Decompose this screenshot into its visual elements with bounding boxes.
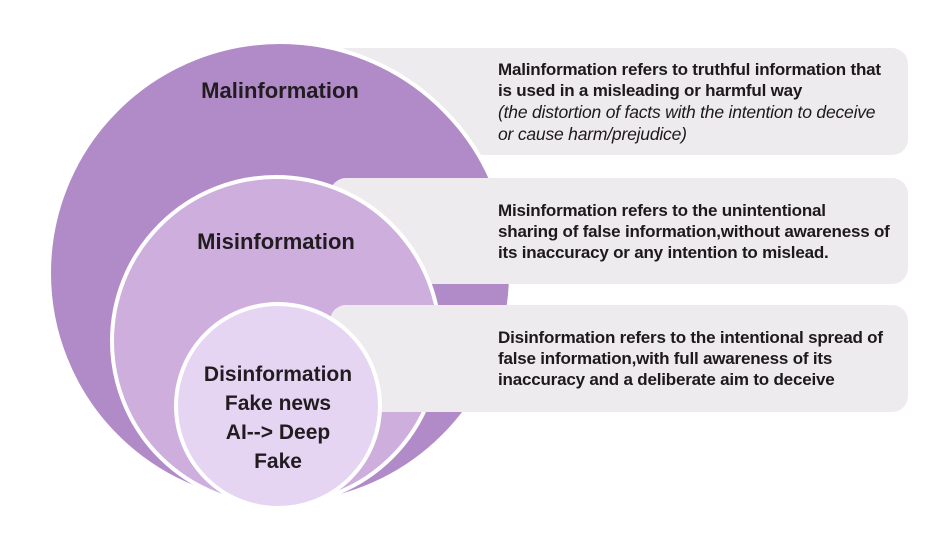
ring-disinformation-line-3: AI--> Deep xyxy=(225,421,331,444)
callout-disinformation-definition: Disinformation refers to the intentional… xyxy=(498,328,883,389)
callout-misinformation-definition: Misinformation refers to the unintention… xyxy=(498,200,890,262)
callout-disinformation-text: Disinformation refers to the intentional… xyxy=(498,327,890,390)
ring-disinformation-label: Disinformation Fake news AI--> Deep Fake xyxy=(178,360,378,476)
ring-disinformation-line-2: Fake news xyxy=(224,392,332,415)
ring-disinformation-line-4: Fake xyxy=(254,450,302,473)
callout-malinformation-note: (the distortion of facts with the intent… xyxy=(498,101,876,144)
callout-disinformation: Disinformation refers to the intentional… xyxy=(330,305,908,412)
ring-disinformation-line-1: Disinformation xyxy=(203,363,353,386)
callout-malinformation-definition: Malinformation refers to truthful inform… xyxy=(498,59,881,100)
callout-misinformation-text: Misinformation refers to the unintention… xyxy=(498,200,890,263)
ring-disinformation: Disinformation Fake news AI--> Deep Fake xyxy=(174,302,382,510)
ring-malinformation-label: Malinformation xyxy=(201,78,359,103)
callout-misinformation: Misinformation refers to the unintention… xyxy=(330,178,908,284)
ring-misinformation-label: Misinformation xyxy=(197,229,355,254)
callout-malinformation-text: Malinformation refers to truthful inform… xyxy=(498,59,890,145)
